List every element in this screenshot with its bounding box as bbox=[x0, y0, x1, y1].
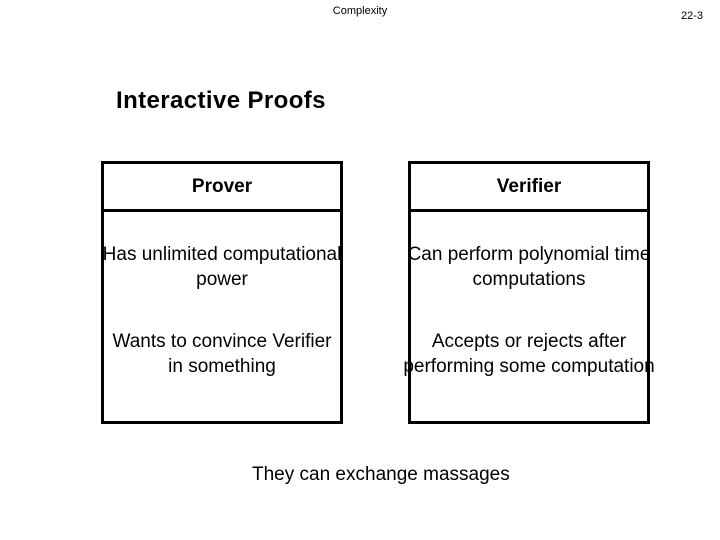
text-line: Wants to convince Verifier bbox=[112, 331, 332, 352]
slide-title: Interactive Proofs bbox=[116, 87, 326, 114]
text-line: Accepts or rejects after bbox=[431, 331, 627, 352]
verifier-capability-text: Can perform polynomial time computations bbox=[399, 242, 659, 292]
page-number: 22-3 bbox=[680, 10, 703, 22]
verifier-box-title: Verifier bbox=[411, 164, 647, 212]
prover-box: Prover Has unlimited computational power… bbox=[101, 161, 343, 424]
prover-box-title: Prover bbox=[104, 164, 340, 212]
verifier-box: Verifier Can perform polynomial time com… bbox=[403, 161, 655, 424]
text-line: in something bbox=[168, 356, 276, 377]
verifier-box-body: Can perform polynomial time computations… bbox=[403, 242, 654, 379]
prover-goal-text: Wants to convince Verifier in something bbox=[92, 329, 352, 379]
exchange-note-text: They can exchange massages bbox=[252, 464, 510, 485]
prover-capability-text: Has unlimited computational power bbox=[92, 242, 352, 292]
text-line: power bbox=[196, 269, 248, 290]
text-line: computations bbox=[472, 269, 586, 290]
text-line: Has unlimited computational bbox=[102, 244, 342, 265]
text-line: performing some computation bbox=[403, 356, 655, 377]
text-line: Can perform polynomial time bbox=[407, 244, 651, 265]
prover-box-body: Has unlimited computational power Wants … bbox=[103, 242, 342, 379]
slide-header-text: Complexity bbox=[332, 5, 388, 17]
verifier-action-text: Accepts or rejects after performing some… bbox=[399, 329, 659, 379]
